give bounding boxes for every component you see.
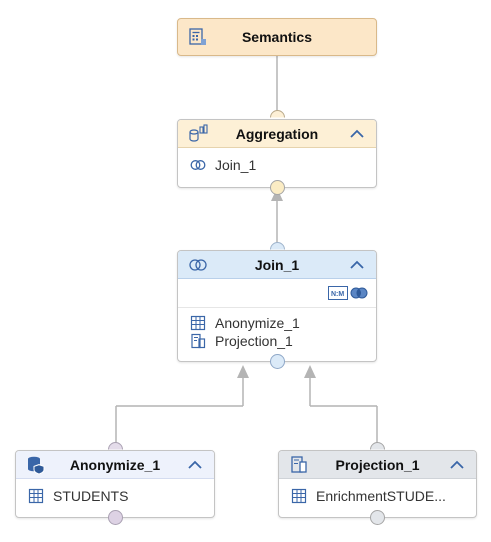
join-icon (190, 157, 206, 173)
join-type-icon[interactable] (350, 286, 368, 305)
anonymize-node-header[interactable]: Anonymize_1 (16, 451, 214, 479)
input-label: STUDENTS (53, 488, 129, 504)
join-node-header[interactable]: Join_1 (178, 251, 376, 279)
projection-icon (289, 455, 309, 475)
mapping-icon[interactable]: N:M (328, 286, 348, 305)
input-label: EnrichmentSTUDE... (316, 488, 446, 504)
aggregation-icon (188, 123, 208, 144)
divider (178, 307, 376, 308)
collapse-chevron-icon[interactable] (186, 456, 204, 474)
join-title: Join_1 (254, 256, 300, 273)
join-icon (188, 255, 208, 275)
input-label: Join_1 (215, 157, 257, 173)
arrow-head (304, 365, 316, 378)
output-port[interactable] (370, 510, 385, 525)
table-icon (28, 488, 44, 504)
list-item[interactable]: Anonymize_1 (190, 315, 300, 331)
output-port[interactable] (270, 180, 285, 195)
join-node[interactable]: Join_1 N:M Anonymize_1 Proje (177, 250, 377, 362)
list-item[interactable]: STUDENTS (28, 488, 128, 504)
anonymize-title: Anonymize_1 (69, 456, 161, 473)
list-item[interactable]: EnrichmentSTUDE... (291, 488, 446, 504)
semantics-icon (188, 27, 208, 47)
aggregation-title: Aggregation (235, 125, 319, 142)
list-item[interactable]: Projection_1 (190, 333, 293, 349)
semantics-title: Semantics (241, 29, 313, 45)
semantics-node[interactable]: Semantics (177, 18, 377, 56)
table-icon (190, 315, 206, 331)
projection-node[interactable]: Projection_1 EnrichmentSTUDE... (278, 450, 477, 518)
output-port[interactable] (270, 354, 285, 369)
svg-text:N:M: N:M (331, 291, 344, 298)
aggregation-node[interactable]: Aggregation Join_1 (177, 119, 377, 188)
projection-title: Projection_1 (335, 456, 420, 473)
output-port[interactable] (108, 510, 123, 525)
projection-node-header[interactable]: Projection_1 (279, 451, 476, 479)
collapse-chevron-icon[interactable] (348, 125, 366, 143)
anonymize-node[interactable]: Anonymize_1 STUDENTS (15, 450, 215, 518)
input-label: Anonymize_1 (215, 315, 300, 331)
list-item[interactable]: Join_1 (190, 157, 256, 173)
aggregation-node-header[interactable]: Aggregation (178, 120, 376, 148)
semantics-node-header[interactable]: Semantics (178, 19, 376, 55)
collapse-chevron-icon[interactable] (348, 256, 366, 274)
input-label: Projection_1 (215, 333, 293, 349)
table-icon (291, 488, 307, 504)
arrow-head (237, 365, 249, 378)
collapse-chevron-icon[interactable] (448, 456, 466, 474)
anonymize-icon (26, 455, 46, 475)
projection-icon (190, 333, 206, 349)
join-toolbar: N:M (328, 286, 368, 305)
